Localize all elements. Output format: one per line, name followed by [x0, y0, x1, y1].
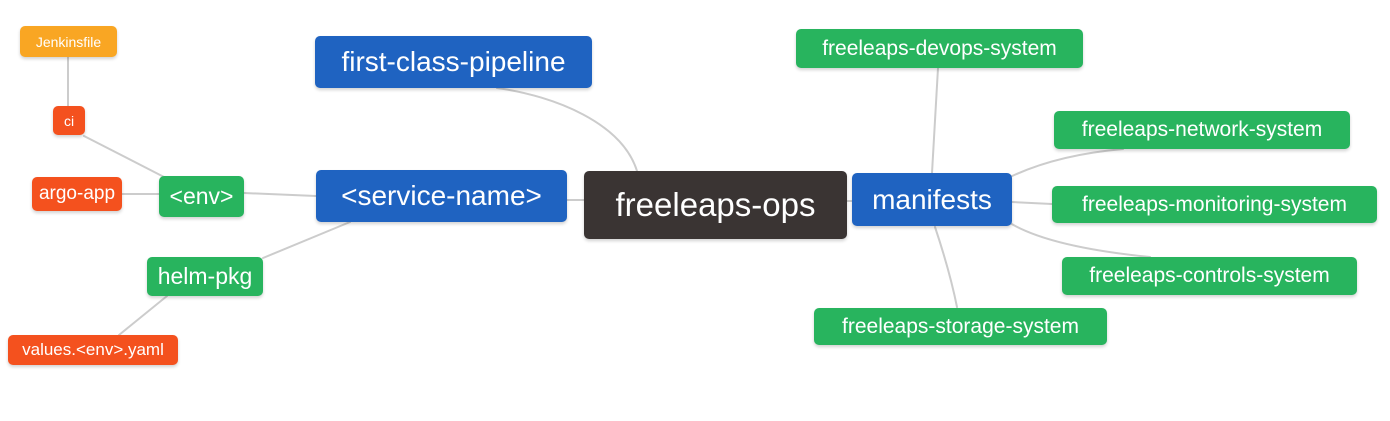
edge-pipeline-ops	[496, 87, 638, 172]
node-jenkinsfile[interactable]: Jenkinsfile	[20, 26, 117, 57]
node-freeleaps-monitoring-system[interactable]: freeleaps-monitoring-system	[1052, 186, 1377, 223]
node-freeleaps-storage-system[interactable]: freeleaps-storage-system	[814, 308, 1107, 345]
node-ci[interactable]: ci	[53, 106, 85, 135]
edge-manifests-controls	[1009, 222, 1151, 258]
node-manifests[interactable]: manifests	[852, 173, 1012, 226]
edge-manifests-storage	[934, 226, 958, 308]
node-helm-pkg[interactable]: helm-pkg	[147, 257, 263, 296]
node-argo-app[interactable]: argo-app	[32, 177, 122, 211]
edge-helm-pkg-service-name	[262, 221, 351, 259]
node-freeleaps-controls-system[interactable]: freeleaps-controls-system	[1062, 257, 1357, 295]
edge-ci-env	[83, 135, 165, 178]
node-freeleaps-network-system[interactable]: freeleaps-network-system	[1054, 111, 1350, 149]
node-service-name[interactable]: <service-name>	[316, 170, 567, 222]
edge-manifests-devops	[931, 67, 939, 174]
node-values-env-yaml[interactable]: values.<env>.yaml	[8, 335, 178, 365]
node-freeleaps-ops[interactable]: freeleaps-ops	[584, 171, 847, 239]
edge-manifests-network	[1007, 148, 1124, 179]
edge-manifests-monitoring	[1011, 201, 1053, 205]
node-env[interactable]: <env>	[159, 176, 244, 217]
node-freeleaps-devops-system[interactable]: freeleaps-devops-system	[796, 29, 1083, 68]
edge-env-service-name	[243, 192, 317, 197]
node-first-class-pipeline[interactable]: first-class-pipeline	[315, 36, 592, 88]
edge-values-helm-pkg	[118, 295, 168, 336]
